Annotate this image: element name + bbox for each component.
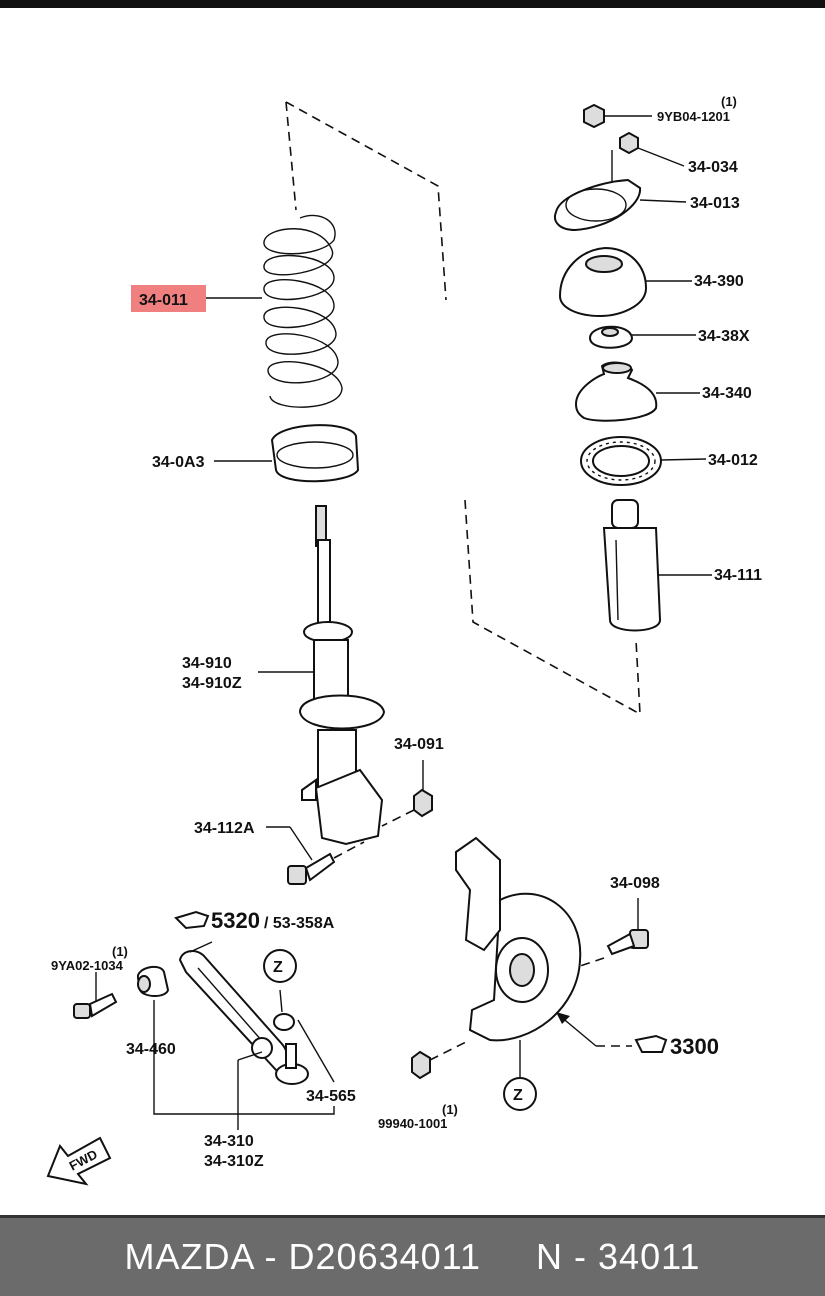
bump-stop-34-38x-part xyxy=(588,325,696,349)
top-nut-part xyxy=(583,103,652,129)
footer-bar: MAZDA - D20634011 N - 34011 xyxy=(0,1215,825,1296)
footer-part-number: MAZDA - D20634011 N - 34011 xyxy=(124,1236,701,1277)
bushing-34-460-part xyxy=(137,965,170,997)
label-34-310z: 34-310Z xyxy=(204,1153,264,1170)
bolt-34-098-part xyxy=(606,898,649,956)
nut-34-091-part xyxy=(381,760,433,827)
bolt-9ya02-part xyxy=(73,972,118,1019)
knuckle-assembly-pointer xyxy=(556,1012,632,1047)
top-border xyxy=(0,0,825,8)
label-34-910: 34-910 xyxy=(182,655,232,672)
z-mark-link: Z xyxy=(273,959,283,976)
hand-pointer-icon xyxy=(174,910,210,930)
coil-spring-34-011-part xyxy=(205,214,343,408)
nut-99940-part xyxy=(411,1039,471,1080)
link-callout-lines xyxy=(153,941,335,1130)
z-mark-knuckle: Z xyxy=(513,1087,523,1104)
forward-arrow-icon xyxy=(46,1136,112,1186)
plate-34-013-part xyxy=(554,150,687,232)
label-34-565: 34-565 xyxy=(306,1088,356,1105)
label-99940-qty: (1) xyxy=(442,1102,458,1117)
z-circle-knuckle xyxy=(503,1077,537,1111)
label-34-38x: 34-38X xyxy=(698,328,750,345)
label-9ya02: 9YA02-1034 xyxy=(51,958,124,973)
label-9ya02-qty: (1) xyxy=(112,944,128,959)
label-34-013: 34-013 xyxy=(690,195,740,212)
label-9yb04: 9YB04-1201 xyxy=(657,109,730,124)
knuckle-dust-shield-part xyxy=(455,836,605,1078)
nut-34-034-part xyxy=(619,131,685,167)
label-34-112a: 34-112A xyxy=(194,820,255,837)
label-99940: 99940-1001 xyxy=(378,1116,447,1131)
label-34-091: 34-091 xyxy=(394,736,444,753)
hand-pointer-icon xyxy=(634,1034,668,1053)
shock-absorber-34-910-part xyxy=(258,505,386,846)
label-34-310: 34-310 xyxy=(204,1133,254,1150)
label-53-358a: / 53-358A xyxy=(264,915,335,932)
label-34-390: 34-390 xyxy=(694,273,744,290)
label-34-111[interactable]: 34-111 xyxy=(714,567,762,584)
label-5320: 5320 xyxy=(211,908,260,933)
label-34-910z: 34-910Z xyxy=(182,675,242,692)
selected-part-highlight xyxy=(131,285,206,312)
dust-boot-34-111-part xyxy=(602,499,712,632)
assembly-dashed-outline xyxy=(285,101,641,716)
bolt-34-112a-part xyxy=(266,826,365,885)
ring-34-012-part xyxy=(580,436,707,486)
insulator-34-0a3-part xyxy=(214,424,360,483)
label-34-098: 34-098 xyxy=(610,875,660,892)
label-34-460: 34-460 xyxy=(126,1041,176,1058)
suspension-exploded-diagram: (1) 9YB04-1201 34-034 34-013 34-390 34-3… xyxy=(46,94,762,1186)
label-34-034: 34-034 xyxy=(688,159,738,176)
label-34-012: 34-012 xyxy=(708,452,758,469)
label-3300: 3300 xyxy=(670,1034,719,1059)
label-34-340: 34-340 xyxy=(702,385,752,402)
label-34-0a3: 34-0A3 xyxy=(152,454,205,471)
z-circle-link xyxy=(263,949,297,983)
label-34-011[interactable]: 34-011 xyxy=(139,292,188,309)
label-9yb04-qty: (1) xyxy=(721,94,737,109)
spring-seat-34-340-part xyxy=(574,361,700,422)
lateral-link-34-310-part xyxy=(178,950,309,1085)
strut-mount-34-390-part xyxy=(558,246,692,318)
